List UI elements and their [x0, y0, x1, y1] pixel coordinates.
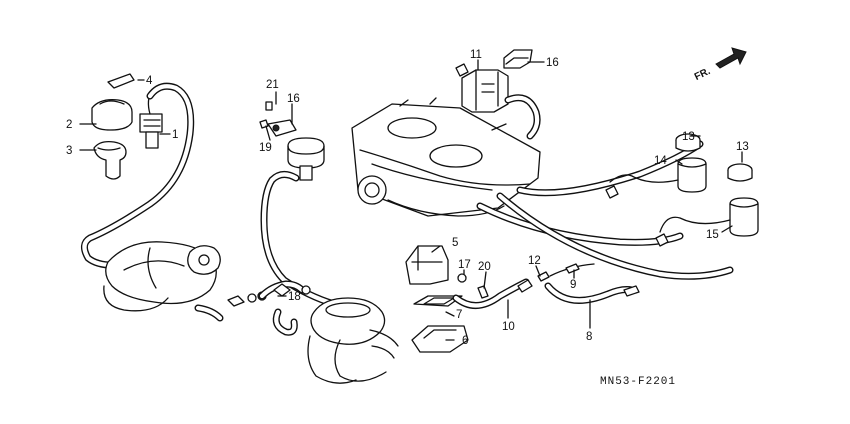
- callout-2: 2: [66, 119, 72, 131]
- connector-17: [503, 49, 533, 69]
- pulse-unit-14: [605, 133, 707, 199]
- callout-10: 10: [502, 321, 515, 333]
- callout-3: 3: [66, 145, 72, 157]
- callout-18: 17: [458, 259, 471, 271]
- fr-label: FR.: [693, 66, 712, 83]
- tubes-center: [452, 263, 640, 309]
- callout-14: 14: [654, 155, 667, 167]
- fitting-cluster: [258, 280, 311, 336]
- callout-17: 16: [546, 57, 559, 69]
- hose-left-long: [81, 82, 195, 269]
- hose-center-long: [260, 171, 368, 320]
- valve-assembly-left: [91, 73, 163, 180]
- callout-16: 16: [287, 93, 300, 105]
- callout-13-right: 13: [736, 141, 749, 153]
- callout-11: 11: [470, 49, 482, 61]
- callout-13-left: 13: [682, 131, 695, 143]
- solenoid-valve: [455, 63, 509, 113]
- callout-12: 12: [528, 255, 541, 267]
- callout-20: 19: [259, 142, 272, 154]
- leader-lines: [79, 59, 743, 341]
- callout-9: 9: [570, 279, 576, 291]
- intake-manifold-right: [307, 297, 399, 384]
- callout-1: 1: [172, 129, 178, 141]
- callout-4: 4: [146, 75, 153, 87]
- callout-labels: 4 2 1 3 21 16 19 11 16 13 13 14 15 5 7 6…: [66, 49, 749, 347]
- callout-6: 6: [462, 335, 468, 347]
- front-direction-arrow: FR.: [693, 47, 747, 83]
- callout-5: 5: [452, 237, 458, 249]
- air-cut-valve: [405, 245, 449, 285]
- fuel-filter-assembly: [259, 101, 325, 181]
- mount-6: [411, 325, 469, 353]
- callout-21: 20: [478, 261, 491, 273]
- intake-manifold-left: [103, 241, 267, 322]
- bolt-21: [477, 285, 489, 299]
- callout-22: 21: [266, 79, 279, 91]
- drawing-code: MN53-F2201: [600, 376, 676, 388]
- callout-8: 8: [586, 331, 592, 343]
- pulse-unit-15: [655, 163, 759, 247]
- nut-18: [457, 273, 467, 283]
- callout-7: 7: [456, 309, 462, 321]
- callout-15: 15: [706, 229, 719, 241]
- carburetor-bank: [351, 97, 541, 217]
- callout-19: 18: [288, 291, 301, 303]
